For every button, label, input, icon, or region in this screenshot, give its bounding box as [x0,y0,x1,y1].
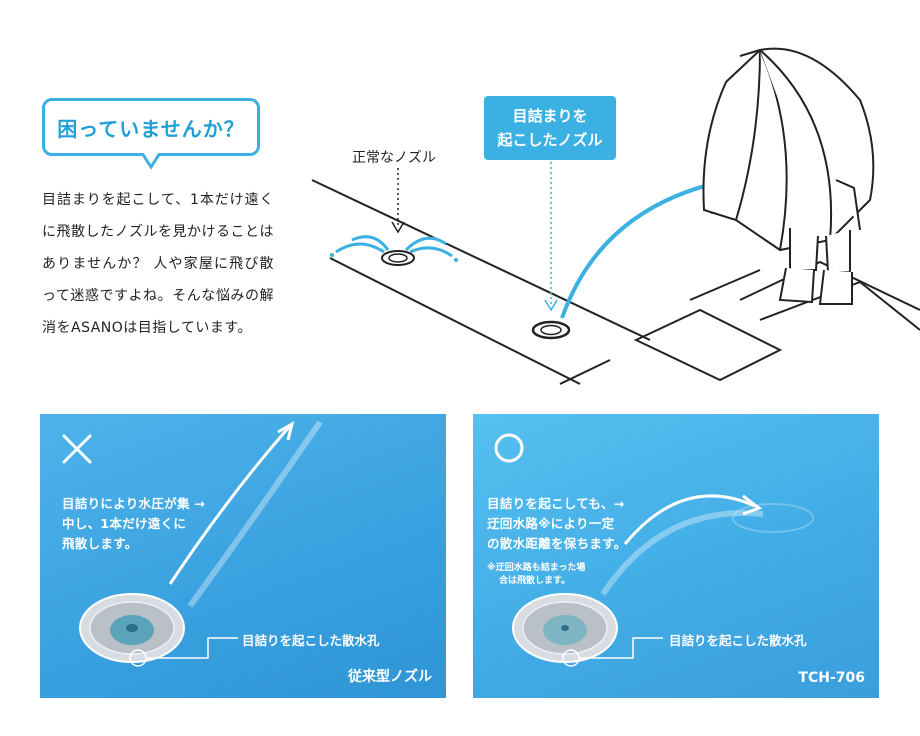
conventional-description: 目詰りにより水圧が集 → 中し、1本だけ遠くに 飛散します。 [62,494,205,554]
tch706-hole-label: 目詰りを起こした散水孔 [669,633,807,648]
headline-title: 困っていませんか？ [57,116,245,141]
street-illustration [311,47,920,385]
normal-nozzle-label: 正常なノズル [352,150,436,166]
conventional-text-2: 中し、1本だけ遠くに [62,516,187,531]
cross-mark [62,434,92,464]
tch706-text-2: 迂回水路※により一定 [487,516,615,531]
tch706-text-1: 目詰りを起こしても、→ [487,496,625,511]
conventional-text-3: 飛散します。 [62,536,138,551]
headline-bubble: 困っていませんか？ [42,98,260,156]
tch706-note-2: 合は飛散します。 [499,576,571,586]
tch706-caption: TCH-706 [798,670,865,686]
tch706-description: 目詰りを起こしても、→ 迂回水路※により一定 の散水距離を保ちます。 [487,494,627,554]
bubble-tail [142,153,160,170]
conventional-nozzle-panel: 目詰りにより水圧が集 → 中し、1本だけ遠くに 飛散します。 目詰りを起こした散… [40,414,446,698]
conventional-caption: 従来型ノズル [348,669,432,685]
conventional-text-1: 目詰りにより水圧が集 → [62,496,206,511]
water-jet [600,510,764,596]
tch706-note-1: ※迂回水路も詰まった場 [487,563,586,573]
conventional-illustration [62,420,323,667]
circle-mark [494,433,524,463]
clogged-nozzle-callout: 目詰まりを 起こしたノズル [484,96,616,160]
callout-line-1: 目詰まりを [512,107,588,125]
callout-line-2: 起こしたノズル [497,131,603,149]
tch706-panel: 目詰りを起こしても、→ 迂回水路※により一定 の散水距離を保ちます。 ※迂回水路… [473,414,879,698]
conventional-hole-label: 目詰りを起こした散水孔 [242,633,380,648]
intro-paragraph: 目詰まりを起こして、1本だけ遠くに飛散したノズルを見かけることはありませんか？ … [42,192,274,336]
water-jet [187,420,323,608]
road-lines [311,179,920,385]
tch706-text-3: の散水距離を保ちます。 [487,536,627,551]
umbrella-person [702,47,875,305]
tch706-illustration [494,433,814,667]
normal-nozzle [330,235,458,266]
trajectory-arrow [623,494,756,545]
tch706-note: ※迂回水路も詰まった場 合は飛散します。 [487,562,585,588]
nozzle-disc [79,593,185,663]
nozzle-disc [512,593,618,663]
trajectory-arrow [168,425,292,585]
